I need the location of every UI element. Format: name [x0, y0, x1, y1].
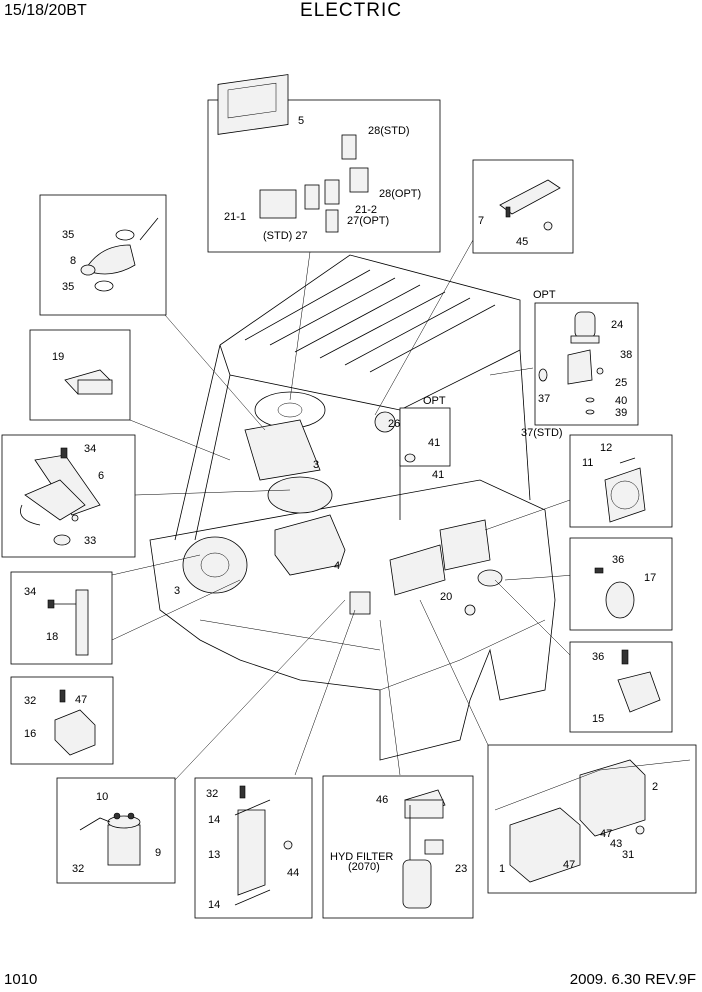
label-37: 37 [538, 393, 550, 405]
label-14-top: 14 [208, 814, 220, 826]
callout-box-controller: 2 47 43 31 47 1 [487, 744, 697, 894]
label-34-pedal: 34 [84, 443, 96, 455]
label-hyd-filter-model: (2070) [348, 861, 380, 873]
page-title: ELECTRIC [300, 0, 402, 21]
label-35-bottom: 35 [62, 281, 74, 293]
label-33: 33 [84, 535, 96, 547]
label-26: 26 [388, 418, 400, 430]
label-41-top: 41 [428, 437, 440, 449]
leader-lines [111, 239, 576, 781]
callout-box-34-18: 34 18 [10, 571, 113, 665]
label-24: 24 [611, 319, 623, 331]
label-32-relay: 32 [24, 695, 36, 707]
label-39: 39 [615, 407, 627, 419]
callout-box-fan: 12 11 [569, 434, 673, 528]
label-8: 8 [70, 255, 76, 267]
revision-date: 2009. 6.30 REV.9F [569, 971, 696, 988]
label-12: 12 [600, 442, 612, 454]
label-16: 16 [24, 728, 36, 740]
callout-box-7-45: 7 45 [472, 159, 574, 254]
label-7: 7 [478, 215, 484, 227]
label-23: 23 [455, 863, 467, 875]
callout-box-beacon: OPT 24 38 25 37 40 39 [533, 289, 639, 426]
label-27-opt: 27(OPT) [347, 215, 389, 227]
label-34-strap: 34 [24, 586, 36, 598]
label-40: 40 [615, 395, 627, 407]
label-37-std: 37(STD) [521, 427, 563, 439]
label-47-controller-a: 47 [600, 828, 612, 840]
label-4: 4 [334, 560, 340, 572]
label-31: 31 [622, 849, 634, 861]
label-18: 18 [46, 631, 58, 643]
callout-lamp: OPT 26 41 41 37(STD) [388, 395, 563, 481]
callout-box-instrument-panel: 5 28(STD) 28(OPT) 21-1 21-2 27(OPT) (STD… [207, 74, 441, 253]
label-47-controller-b: 47 [563, 859, 575, 871]
callout-box-19: 19 [29, 329, 131, 421]
label-10: 10 [96, 791, 108, 803]
label-14-bottom: 14 [208, 899, 220, 911]
label-35-top: 35 [62, 229, 74, 241]
callout-box-bracket: 32 14 13 44 14 [194, 777, 313, 919]
label-32-bracket: 32 [206, 788, 218, 800]
callout-box-32-47-16: 32 47 16 [10, 676, 114, 765]
label-36-horn: 36 [592, 651, 604, 663]
callout-box-pedal: 34 6 33 [1, 434, 136, 558]
label-45: 45 [516, 236, 528, 248]
truck-body [149, 254, 556, 761]
callout-box-36-17: 36 17 [569, 537, 673, 631]
label-19: 19 [52, 351, 64, 363]
label-opt-beacon: OPT [533, 289, 556, 301]
label-46: 46 [376, 794, 388, 806]
label-41-bottom: 41 [432, 469, 444, 481]
label-21-1: 21-1 [224, 211, 246, 223]
callout-box-hyd-filter: 46 HYD FILTER (2070) 23 [322, 775, 474, 919]
label-3-upper: 3 [313, 459, 319, 471]
label-21-2: 21-2 [355, 204, 377, 216]
label-5: 5 [298, 115, 304, 127]
label-3-lower: 3 [174, 585, 180, 597]
label-43: 43 [610, 838, 622, 850]
label-6: 6 [98, 470, 104, 482]
label-28-std: 28(STD) [368, 125, 410, 137]
label-13: 13 [208, 849, 220, 861]
page-number: 1010 [4, 971, 38, 988]
label-1: 1 [499, 863, 505, 875]
label-28-opt: 28(OPT) [379, 188, 421, 200]
label-38: 38 [620, 349, 632, 361]
label-15: 15 [592, 713, 604, 725]
label-hyd-filter: HYD FILTER [330, 851, 393, 863]
label-11: 11 [582, 457, 593, 469]
label-2: 2 [652, 781, 658, 793]
callout-box-contactor: 10 9 32 [56, 777, 176, 884]
body-callouts: 3 3 4 20 [174, 459, 452, 603]
label-32-contactor: 32 [72, 863, 84, 875]
label-17: 17 [644, 572, 656, 584]
label-std-27: (STD) 27 [263, 230, 308, 242]
label-44: 44 [287, 867, 299, 879]
label-opt-lamp: OPT [423, 395, 446, 407]
callout-box-35-8: 35 8 35 [39, 194, 167, 316]
label-36-switch: 36 [612, 554, 624, 566]
model-number: 15/18/20BT [4, 2, 87, 19]
label-25: 25 [615, 377, 627, 389]
label-47-relay: 47 [75, 694, 87, 706]
label-9: 9 [155, 847, 161, 859]
label-20: 20 [440, 591, 452, 603]
callout-box-36-15: 36 15 [569, 641, 673, 733]
